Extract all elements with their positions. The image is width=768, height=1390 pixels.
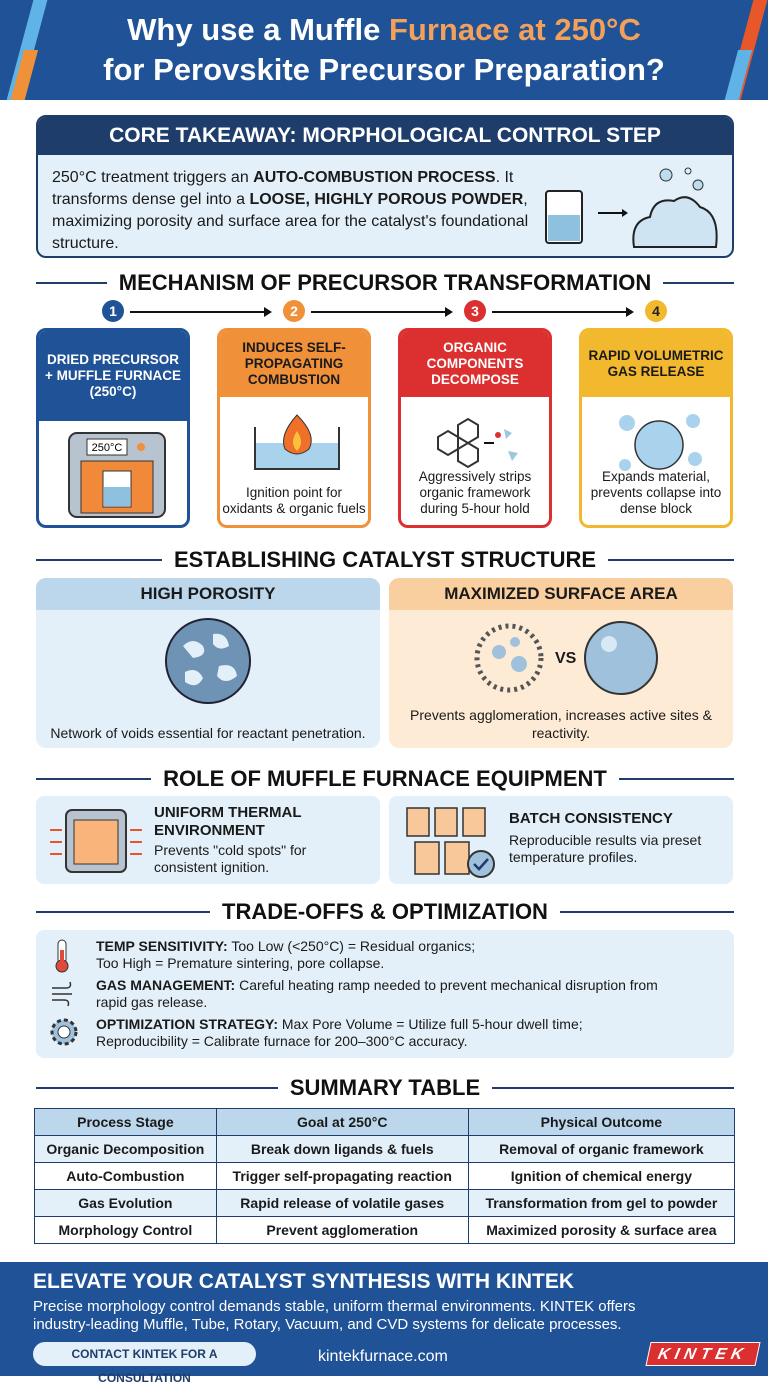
step-description: Ignition point for oxidants & organic fu… xyxy=(222,485,366,516)
step-card-3: ORGANIC COMPONENTS DECOMPOSE Aggressivel… xyxy=(398,328,552,528)
high-porosity-card: HIGH POROSITY Network of voids essential… xyxy=(36,578,380,748)
mechanism-section-header: MECHANISM OF PRECURSOR TRANSFORMATION xyxy=(36,268,734,298)
section-title: ROLE OF MUFFLE FURNACE EQUIPMENT xyxy=(163,766,607,791)
table-cell: Organic Decomposition xyxy=(34,1135,217,1163)
thermometer-icon xyxy=(55,939,69,973)
card-description: Network of voids essential for reactant … xyxy=(50,725,366,741)
gel-to-powder-icon xyxy=(545,167,718,248)
card-title: MAXIMIZED SURFACE AREA xyxy=(389,578,733,610)
section-title: TRADE-OFFS & OPTIMIZATION xyxy=(222,899,548,924)
card-description: Prevents "cold spots" for consistent ign… xyxy=(154,842,307,875)
gear-icon xyxy=(50,1018,78,1046)
table-cell: Gas Evolution xyxy=(34,1189,217,1217)
structure-section-header: ESTABLISHING CATALYST STRUCTURE xyxy=(36,545,734,575)
table-cell: Prevent agglomeration xyxy=(215,1216,469,1244)
footer-banner: ELEVATE YOUR CATALYST SYNTHESIS WITH KIN… xyxy=(0,1262,768,1385)
website-link[interactable]: kintekfurnace.com xyxy=(318,1348,448,1365)
surface-area-card: MAXIMIZED SURFACE AREA VS Prevents agglo… xyxy=(389,578,733,748)
molecule-decompose-icon xyxy=(437,417,518,469)
table-cell: Ignition of chemical energy xyxy=(467,1162,736,1190)
particles-icon xyxy=(474,623,544,693)
core-text: 250°C treatment triggers an AUTO-COMBUST… xyxy=(52,169,529,252)
card-description: Prevents agglomeration, increases active… xyxy=(410,707,712,741)
step-number-3: 3 xyxy=(464,300,486,322)
flame-icon xyxy=(254,414,340,470)
step-title: ORGANIC COMPONENTS DECOMPOSE xyxy=(401,331,549,397)
column-header: Physical Outcome xyxy=(467,1108,736,1136)
tradeoff-item: GAS MANAGEMENT: Careful heating ramp nee… xyxy=(96,977,658,1010)
equipment-section-header: ROLE OF MUFFLE FURNACE EQUIPMENT xyxy=(36,764,734,794)
table-cell: Auto-Combustion xyxy=(34,1162,217,1190)
core-takeaway: CORE TAKEAWAY: MORPHOLOGICAL CONTROL STE… xyxy=(36,115,734,258)
footer-heading: ELEVATE YOUR CATALYST SYNTHESIS WITH KIN… xyxy=(33,1270,574,1293)
arrow-icon xyxy=(492,307,634,317)
temperature-display: 250°C xyxy=(92,442,123,454)
column-header: Goal at 250°C xyxy=(215,1108,469,1136)
muffle-furnace-icon: 250°C xyxy=(68,432,166,518)
section-title: SUMMARY TABLE xyxy=(289,1075,481,1100)
tradeoff-item: TEMP SENSITIVITY: Too Low (<250°C) = Res… xyxy=(96,938,476,971)
tradeoffs-box: TEMP SENSITIVITY: Too Low (<250°C) = Res… xyxy=(36,930,734,1058)
batch-jars-check-icon xyxy=(406,807,495,878)
uniform-heat-furnace-icon xyxy=(50,809,142,873)
step-title: DRIED PRECURSOR + MUFFLE FURNACE (250°C) xyxy=(39,331,187,421)
table-cell: Removal of organic framework xyxy=(467,1135,736,1163)
porous-sphere-icon xyxy=(165,618,251,704)
arrow-icon xyxy=(311,307,453,317)
step-description: Aggressively strips organic framework du… xyxy=(418,469,532,516)
step-card-1: DRIED PRECURSOR + MUFFLE FURNACE (250°C)… xyxy=(36,328,190,528)
section-title: MECHANISM OF PRECURSOR TRANSFORMATION xyxy=(118,270,652,295)
gas-release-icon xyxy=(619,414,702,471)
dense-sphere-icon xyxy=(584,621,658,695)
tradeoff-item: OPTIMIZATION STRATEGY: Max Pore Volume =… xyxy=(96,1016,583,1049)
step-number-1: 1 xyxy=(102,300,124,322)
table-cell: Break down ligands & fuels xyxy=(215,1135,469,1163)
footer-description: Precise morphology control demands stabl… xyxy=(33,1298,636,1333)
step-card-4: RAPID VOLUMETRIC GAS RELEASE Expands mat… xyxy=(579,328,733,528)
arrow-icon xyxy=(130,307,272,317)
card-title: BATCH CONSISTENCY xyxy=(509,810,673,827)
step-description: Expands material, prevents collapse into… xyxy=(590,469,722,516)
table-cell: Transformation from gel to powder xyxy=(467,1189,736,1217)
step-title: INDUCES SELF-PROPAGATING COMBUSTION xyxy=(220,331,368,397)
wind-icon xyxy=(52,981,72,1007)
contact-button[interactable]: CONTACT KINTEK FOR A CONSULTATION xyxy=(33,1342,256,1385)
step-title: RAPID VOLUMETRIC GAS RELEASE xyxy=(582,331,730,397)
uniform-thermal-card: UNIFORM THERMAL ENVIRONMENT Prevents "co… xyxy=(36,796,380,884)
tradeoffs-section-header: TRADE-OFFS & OPTIMIZATION xyxy=(36,897,734,927)
card-title: UNIFORM THERMAL ENVIRONMENT xyxy=(154,804,302,839)
summary-section-header: SUMMARY TABLE xyxy=(36,1073,735,1103)
step-card-2: INDUCES SELF-PROPAGATING COMBUSTION Igni… xyxy=(217,328,371,528)
core-heading: CORE TAKEAWAY: MORPHOLOGICAL CONTROL STE… xyxy=(38,117,732,155)
column-header: Process Stage xyxy=(34,1108,217,1136)
card-title: HIGH POROSITY xyxy=(36,578,380,610)
step-number-2: 2 xyxy=(283,300,305,322)
section-title: ESTABLISHING CATALYST STRUCTURE xyxy=(173,547,597,572)
table-cell: Rapid release of volatile gases xyxy=(215,1189,469,1217)
card-description: Reproducible results via preset temperat… xyxy=(509,832,702,865)
batch-consistency-card: BATCH CONSISTENCY Reproducible results v… xyxy=(389,796,733,884)
table-cell: Maximized porosity & surface area xyxy=(467,1216,736,1244)
vs-label: VS xyxy=(555,650,577,667)
kintek-logo: KINTEK xyxy=(645,1342,761,1366)
step-number-4: 4 xyxy=(645,300,667,322)
table-cell: Morphology Control xyxy=(34,1216,217,1244)
table-cell: Trigger self-propagating reaction xyxy=(215,1162,469,1190)
